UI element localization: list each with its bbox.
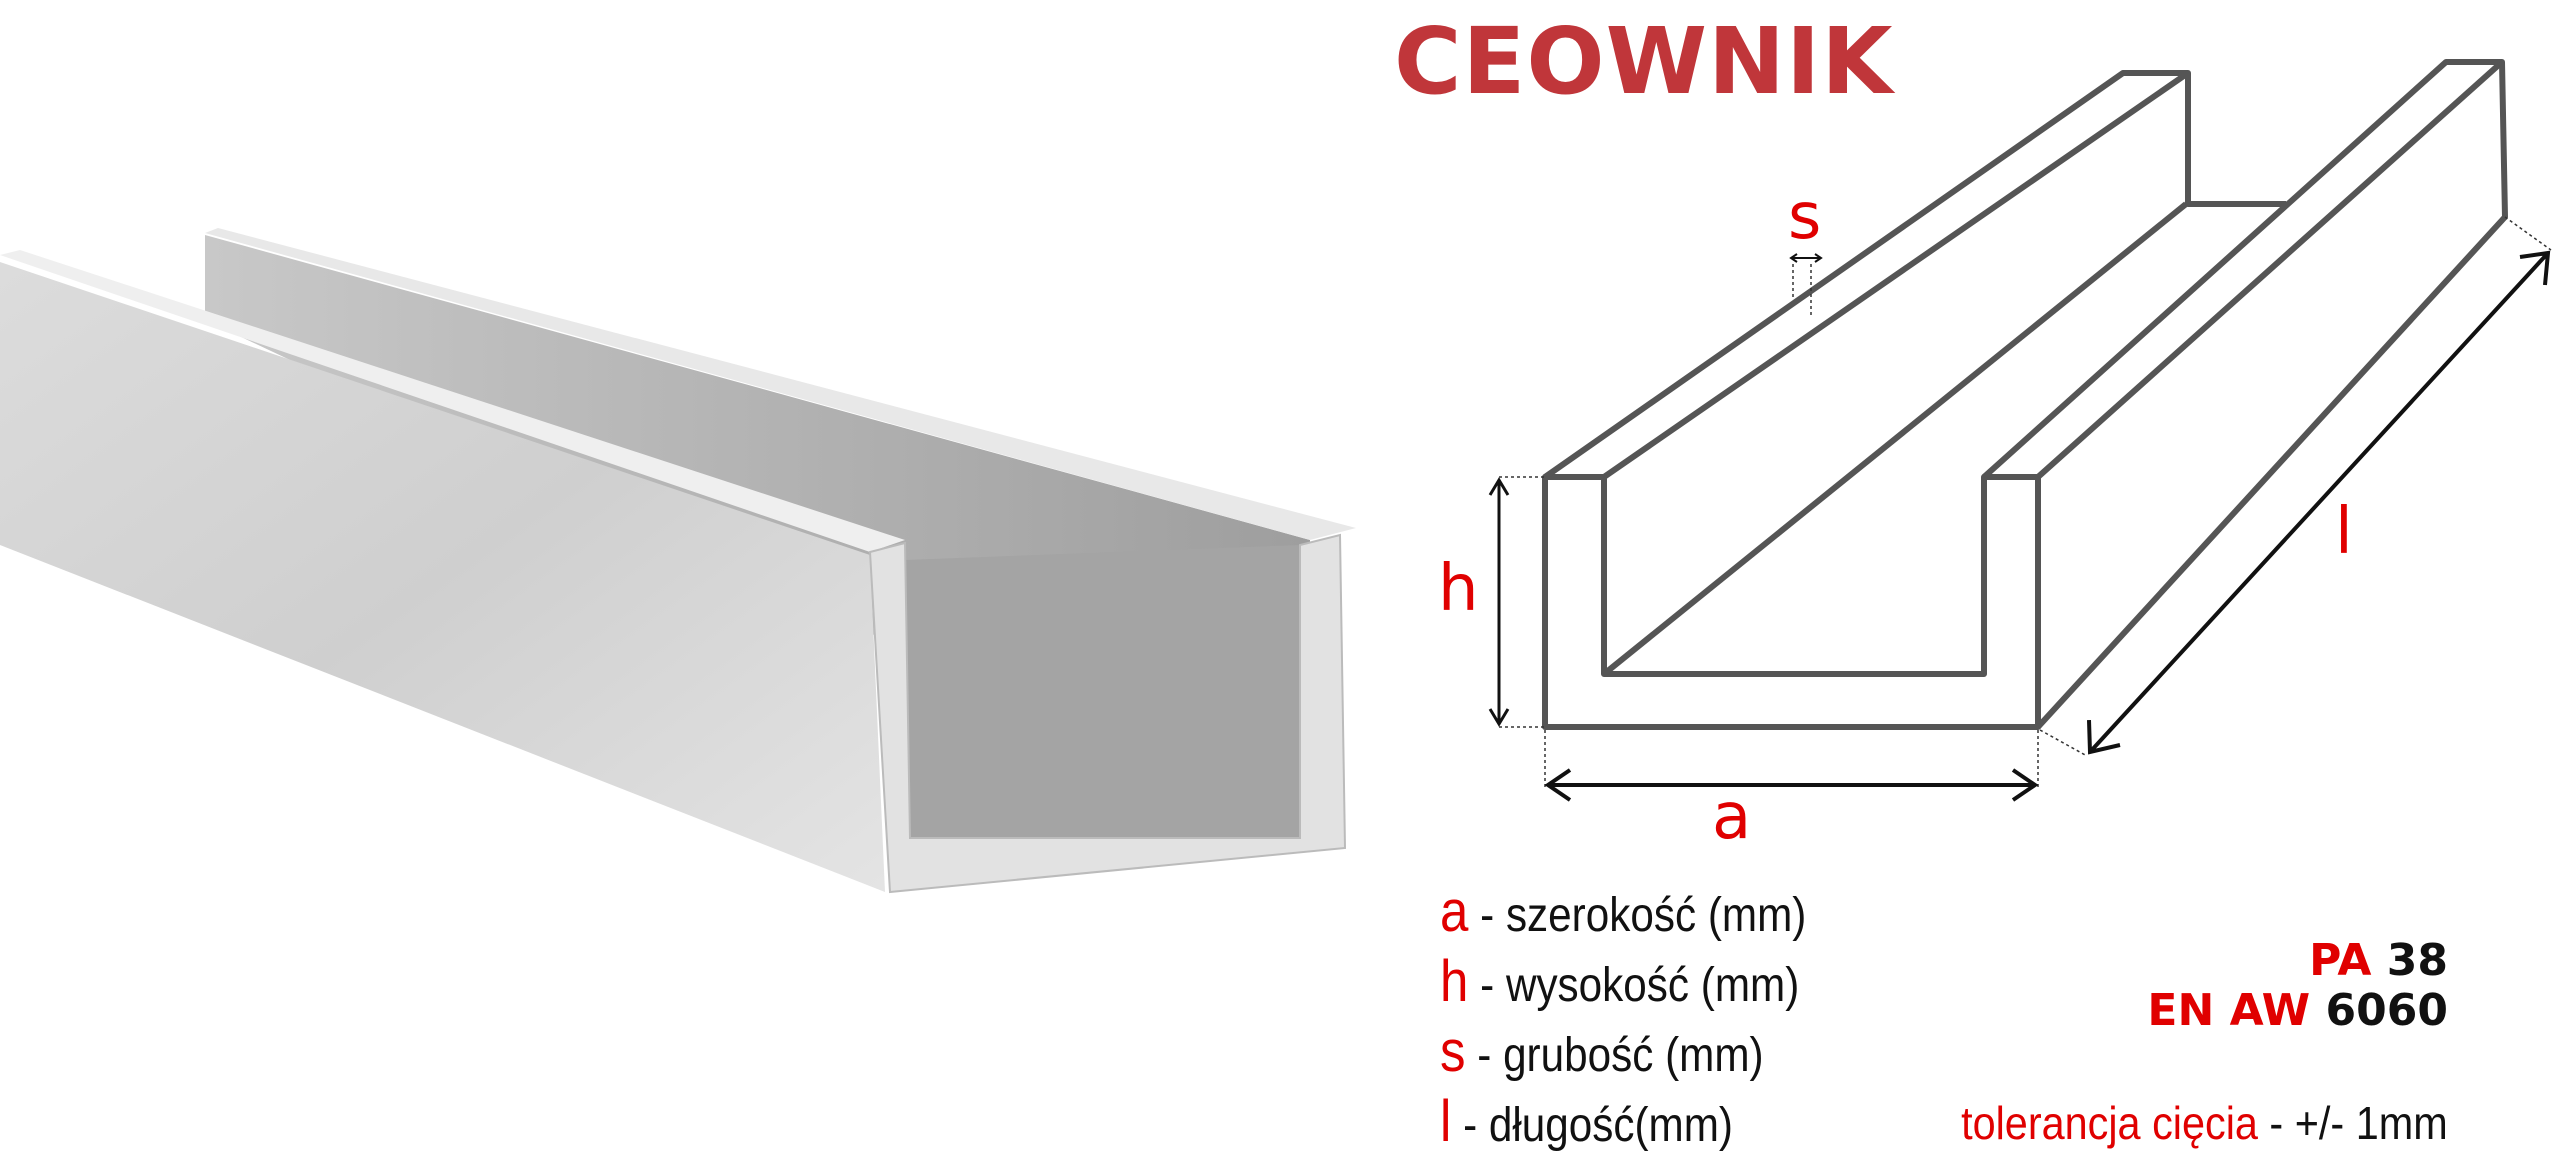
material-en-aw: EN AW 6060: [2147, 985, 2448, 1036]
legend-item-h: h - wysokość (mm): [1440, 949, 1800, 1014]
s-dimension-arrow: [1789, 253, 1823, 263]
dimension-label-l: l: [2335, 495, 2353, 569]
legend-item-l: l - długość(mm): [1440, 1089, 1733, 1154]
h-dimension-arrow: [1488, 477, 1510, 727]
channel-photo: [0, 228, 1356, 894]
dimension-label-h: h: [1438, 552, 1479, 626]
page-title: CEOWNIK: [1394, 8, 1894, 115]
dimension-label-s: s: [1788, 180, 1822, 254]
u-profile-front: [1542, 474, 2041, 730]
legend-item-a: a - szerokość (mm): [1440, 879, 1807, 944]
legend-item-s: s - grubość (mm): [1440, 1019, 1764, 1084]
dimension-label-a: a: [1712, 780, 1752, 854]
a-dimension-arrow: [1544, 768, 2039, 802]
l-dimension-arrow: [2087, 250, 2551, 755]
cut-tolerance: tolerancja cięcia - +/- 1mm: [1961, 1097, 2448, 1149]
material-pa: PA 38: [2309, 935, 2448, 986]
